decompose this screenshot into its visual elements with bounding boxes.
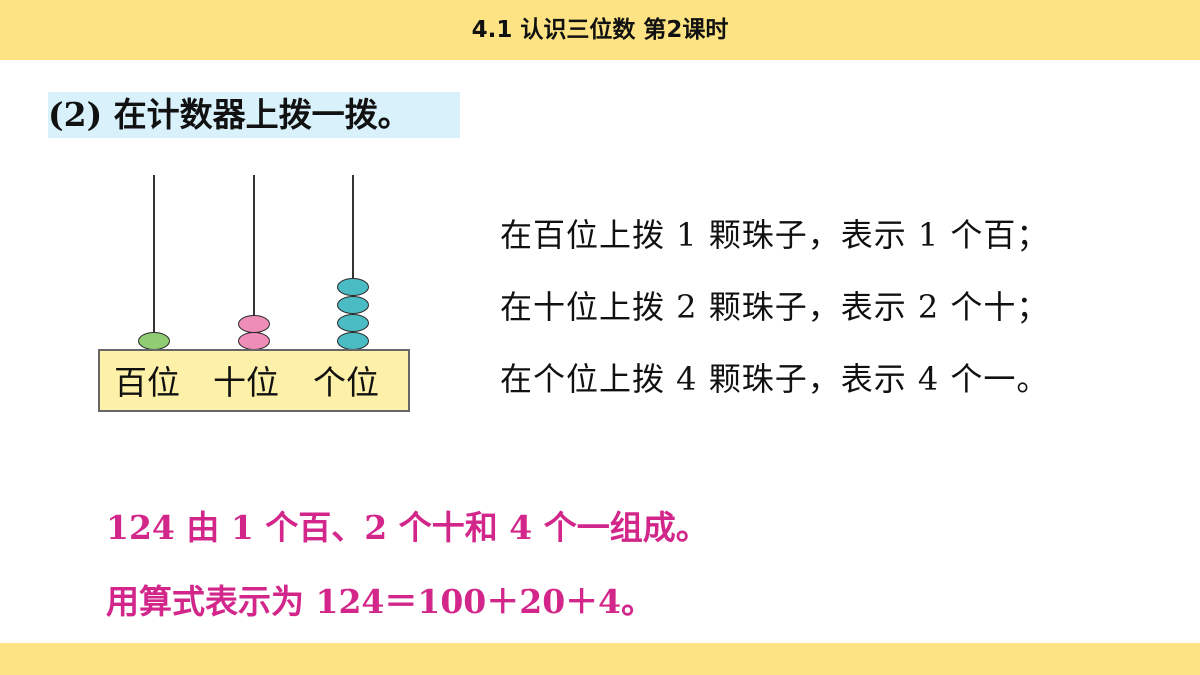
composition-statement: 124 由 1 个百、2 个十和 4 个一组成。 [106,508,709,547]
footer-bar [0,643,1200,675]
hundreds-label: 百位 [114,363,180,402]
abacus-base: 百位 十位 个位 [98,349,410,412]
hundreds-description: 在百位上拨 1 颗珠子，表示 1 个百； [500,216,1050,254]
hundreds-rod [153,175,155,353]
tens-bead [238,315,270,333]
hundreds-bead [138,332,170,350]
ones-bead [337,314,369,332]
ones-rod [352,175,354,353]
tens-rod [253,175,255,353]
tens-bead [238,332,270,350]
lesson-title: 4.1 认识三位数 第2课时 [471,17,729,43]
ones-bead [337,332,369,350]
ones-label: 个位 [313,363,379,402]
tens-label: 十位 [213,363,279,402]
counting-frame: 百位 十位 个位 [96,170,416,420]
ones-description: 在个位上拨 4 颗珠子，表示 4 个一。 [500,360,1050,398]
ones-bead [337,296,369,314]
place-value-description: 在百位上拨 1 颗珠子，表示 1 个百； 在十位上拨 2 颗珠子，表示 2 个十… [500,212,1190,428]
section-heading: (2) 在计数器上拨一拨。 [48,92,460,138]
ones-bead [337,278,369,296]
equation-statement: 用算式表示为 124＝100＋20＋4。 [106,582,655,621]
header-bar [0,0,1200,60]
tens-description: 在十位上拨 2 颗珠子，表示 2 个十； [500,288,1050,326]
